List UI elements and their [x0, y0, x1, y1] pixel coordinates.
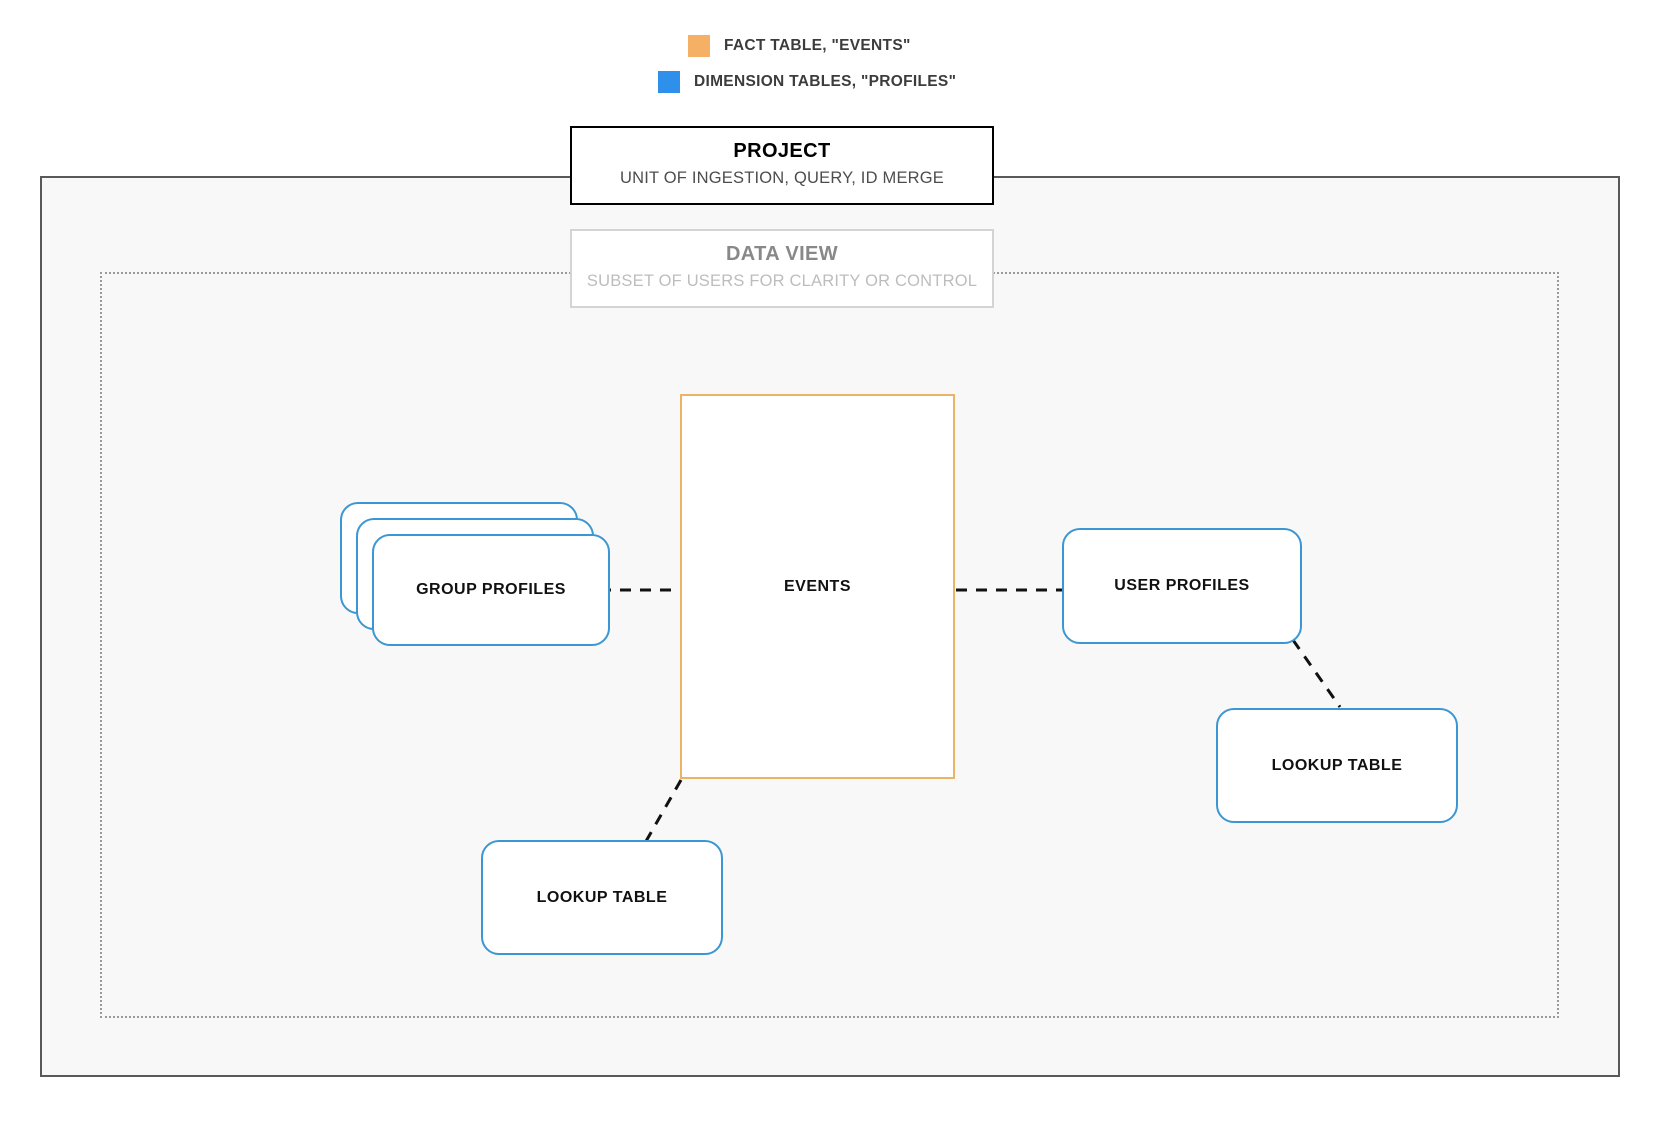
node-lookup-table-right[interactable]: LOOKUP TABLE — [1216, 708, 1458, 823]
legend-item-dimension-tables: DIMENSION TABLES, "PROFILES" — [0, 64, 1664, 100]
node-events[interactable]: EVENTS — [680, 394, 955, 779]
legend-label-dimension-tables: DIMENSION TABLES, "PROFILES" — [694, 73, 957, 90]
dimension-tables-swatch — [658, 71, 680, 93]
node-events-label: EVENTS — [783, 577, 851, 595]
node-lookup-table-left[interactable]: LOOKUP TABLE — [481, 840, 723, 955]
fact-table-swatch — [688, 35, 710, 57]
project-title: PROJECT — [733, 140, 831, 162]
node-group-profiles[interactable]: GROUP PROFILES — [340, 502, 610, 648]
node-user-profiles-label: USER PROFILES — [1114, 577, 1250, 594]
group-profiles-card-front[interactable]: GROUP PROFILES — [372, 534, 610, 646]
data-view-title: DATA VIEW — [725, 243, 839, 265]
node-group-profiles-label: GROUP PROFILES — [416, 581, 566, 598]
project-subtitle: UNIT OF INGESTION, QUERY, ID MERGE — [619, 169, 944, 187]
data-view-title-card: DATA VIEW SUBSET OF USERS FOR CLARITY OR… — [570, 229, 994, 308]
node-lookup-table-left-label: LOOKUP TABLE — [536, 888, 668, 906]
legend-label-fact-table: FACT TABLE, "EVENTS" — [724, 37, 911, 54]
legend-item-fact-table: FACT TABLE, "EVENTS" — [0, 28, 1664, 64]
legend: FACT TABLE, "EVENTS" DIMENSION TABLES, "… — [0, 28, 1664, 100]
node-lookup-table-right-label: LOOKUP TABLE — [1271, 756, 1403, 774]
node-user-profiles[interactable]: USER PROFILES — [1062, 528, 1302, 644]
data-view-subtitle: SUBSET OF USERS FOR CLARITY OR CONTROL — [586, 272, 978, 290]
project-title-card: PROJECT UNIT OF INGESTION, QUERY, ID MER… — [570, 126, 994, 205]
